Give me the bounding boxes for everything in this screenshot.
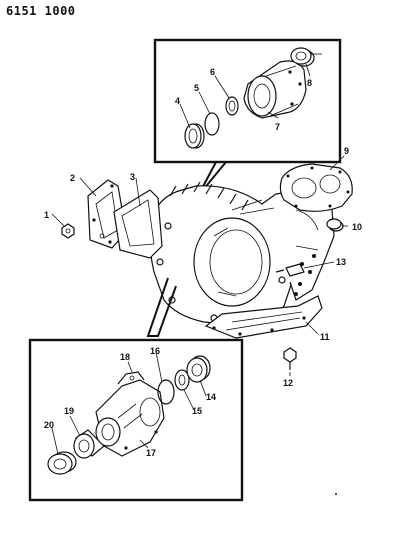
washer-part: [225, 96, 239, 116]
oil-pan-part: [204, 295, 323, 339]
callout-9: 9: [344, 146, 349, 156]
cooler-fitting-part: [275, 263, 305, 277]
top-detail-inset: [153, 38, 342, 197]
housing-seal-part: [290, 47, 315, 67]
leader-lines: [51, 155, 348, 455]
callout-labels: 1 2 3 4 5 6 7 8 9 10 11 12 13 14 15 16 1…: [44, 67, 362, 458]
callout-2: 2: [70, 173, 75, 183]
adapter-outer-seal-part: [186, 355, 211, 383]
bolt-part: [61, 223, 75, 239]
gasket-part: [113, 189, 163, 259]
thrust-washer-part: [174, 369, 190, 391]
extension-housing-part: [243, 60, 307, 119]
callout-13: 13: [336, 257, 346, 267]
callout-16: 16: [150, 346, 160, 356]
callout-8: 8: [307, 78, 312, 88]
drain-bolt-part: [283, 347, 297, 370]
callout-14: 14: [206, 392, 216, 402]
callout-10: 10: [352, 222, 362, 232]
bottom-detail-inset: [28, 338, 244, 502]
stray-mark: [335, 493, 337, 495]
callout-4: 4: [175, 96, 180, 106]
callout-3: 3: [130, 172, 135, 182]
side-cover-part: [279, 163, 353, 212]
adapter-seal-part: [47, 451, 77, 475]
callout-12: 12: [283, 378, 293, 388]
callout-1: 1: [44, 210, 49, 220]
callout-18: 18: [120, 352, 130, 362]
adapter-housing-part: [95, 371, 165, 457]
callout-6: 6: [210, 67, 215, 77]
callout-11: 11: [320, 332, 330, 342]
callout-20: 20: [44, 420, 54, 430]
o-ring-part: [204, 112, 220, 136]
seal-ring-part: [184, 123, 205, 149]
callout-15: 15: [192, 406, 202, 416]
adapter-o-ring-part: [157, 379, 175, 405]
callout-5: 5: [194, 83, 199, 93]
diagram-id: 6151 1000: [6, 4, 76, 18]
transaxle-case: [146, 181, 335, 339]
callout-17: 17: [146, 448, 156, 458]
callout-19: 19: [64, 406, 74, 416]
callout-7: 7: [275, 122, 280, 132]
